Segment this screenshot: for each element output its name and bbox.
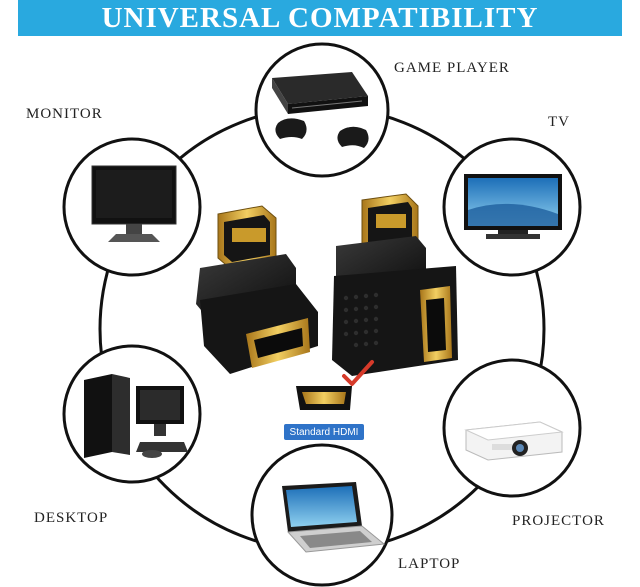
game-console-icon — [272, 72, 368, 114]
controller-icon — [275, 118, 369, 148]
projector-icon — [464, 421, 564, 461]
standard-hdmi-port-icon — [296, 386, 352, 410]
label-desktop: DESKTOP — [34, 510, 109, 526]
label-projector: PROJECTOR — [512, 513, 605, 529]
title-banner: UNIVERSAL COMPATIBILITY — [18, 0, 622, 36]
desktop-icon — [84, 374, 188, 458]
laptop-icon — [282, 482, 386, 553]
tv-icon — [464, 174, 562, 239]
standard-hdmi-badge: Standard HDMI — [284, 424, 364, 440]
label-game-player: GAME PLAYER — [394, 60, 510, 76]
left-angle-adapter — [196, 205, 318, 374]
label-laptop: LAPTOP — [398, 556, 461, 572]
right-angle-adapter — [332, 193, 458, 376]
banner-title: UNIVERSAL COMPATIBILITY — [101, 1, 539, 34]
label-tv: TV — [548, 114, 570, 130]
checkmark-icon — [342, 360, 374, 386]
label-monitor: MONITOR — [26, 106, 103, 122]
monitor-icon — [91, 165, 177, 242]
